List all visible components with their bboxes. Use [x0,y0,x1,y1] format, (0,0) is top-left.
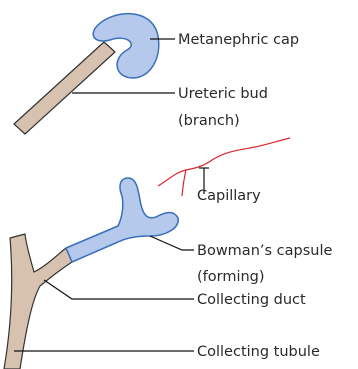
label-ureteric-bud: Ureteric bud [178,86,268,102]
collecting-tubule [4,234,72,369]
bowmans-capsule-forming [66,178,178,262]
label-metanephric-cap: Metanephric cap [178,32,299,48]
ureteric-bud-branch [14,42,115,134]
leader-collecting-duct [44,280,194,299]
label-bowmans-capsule-forming: (forming) [197,269,265,285]
label-bowmans-capsule: Bowman’s capsule [197,243,332,259]
leader-bowmans-capsule [150,236,194,250]
label-collecting-tubule: Collecting tubule [197,344,320,360]
label-ureteric-bud-branch: (branch) [178,113,240,129]
label-collecting-duct: Collecting duct [197,292,306,308]
label-capillary: Capillary [197,188,261,204]
